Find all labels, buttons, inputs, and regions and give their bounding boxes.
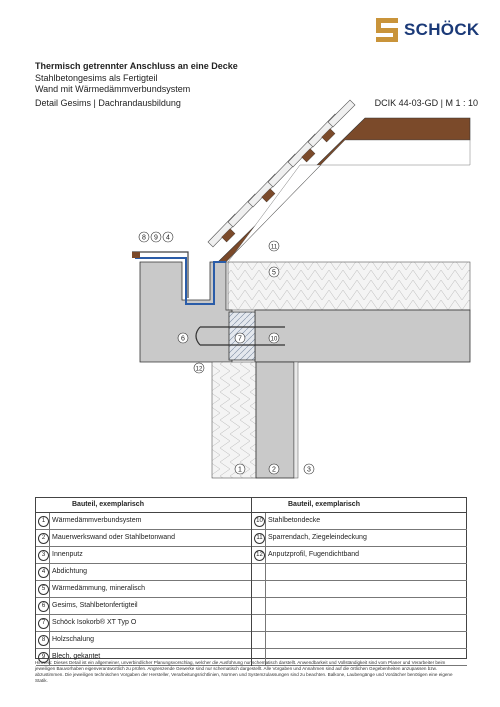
svg-text:8: 8 [142, 235, 146, 242]
legend-label: Anputzprofil, Fugendichtband [268, 551, 360, 558]
wall [255, 361, 295, 479]
legend-number: 2 [38, 533, 49, 544]
subtitle-1: Stahlbetongesims als Fertigteil [35, 73, 158, 83]
legend-label: Blech, gekantet [52, 653, 101, 660]
legend-number: 9 [38, 652, 49, 663]
svg-text:11: 11 [271, 245, 278, 251]
legend-number: 4 [38, 567, 49, 578]
legend-row [252, 598, 467, 615]
legend-number: 8 [38, 635, 49, 646]
roof [207, 99, 471, 263]
mineral-insulation [227, 261, 471, 311]
page-title: Thermisch getrennter Anschluss an eine D… [35, 61, 238, 71]
callout-3: 3 [303, 463, 315, 475]
svg-text:1: 1 [238, 467, 242, 474]
legend-label: Schöck Isokorb® XT Typ O [52, 619, 137, 626]
legend-label: Gesims, Stahlbetonfertigteil [52, 602, 138, 609]
schoeck-logo: SCHÖCK [376, 16, 480, 44]
disclaimer-note: Hinweis: Dieses Detail ist ein allgemein… [35, 660, 453, 683]
drawing-code: DCIK 44-03-GD | M 1 : 10 [374, 98, 478, 108]
legend-label: Wärmedämmverbundsystem [52, 517, 142, 524]
legend-number: 1 [38, 516, 49, 527]
callout-9: 9 [150, 231, 162, 243]
legend-label: Wärmedämmung, mineralisch [52, 585, 145, 592]
legend-label: Stahlbetondecke [268, 517, 321, 524]
sheet-metal [132, 251, 189, 298]
callout-8: 8 [138, 231, 150, 243]
subtitle-2: Wand mit Wärmedämmverbundsystem [35, 84, 191, 94]
legend-number: 3 [38, 550, 49, 561]
svg-text:2: 2 [272, 467, 276, 474]
svg-text:5: 5 [272, 270, 276, 277]
logo-mark-icon [376, 18, 398, 42]
callout-7: 7 [234, 332, 246, 344]
svg-text:7: 7 [238, 336, 242, 343]
callout-11: 11 [268, 240, 280, 252]
legend-row [252, 615, 467, 632]
legend-number: 11 [254, 533, 265, 544]
legend-row [252, 632, 467, 649]
legend-number: 6 [38, 601, 49, 612]
legend-header-left: Bauteil, exemplarisch [36, 498, 251, 513]
legend-header-right: Bauteil, exemplarisch [252, 498, 467, 513]
legend-label: Innenputz [52, 551, 83, 558]
callout-5: 5 [268, 266, 280, 278]
legend-number: 5 [38, 584, 49, 595]
svg-text:3: 3 [307, 467, 311, 474]
legend-label: Mauerwerkswand oder Stahlbetonwand [52, 534, 175, 541]
svg-text:4: 4 [166, 235, 170, 242]
callout-6: 6 [177, 332, 189, 344]
waterproofing [135, 257, 226, 305]
detail-label: Detail Gesims | Dachrandausbildung [35, 98, 181, 108]
legend-row [252, 581, 467, 598]
wood-formwork [132, 252, 140, 258]
svg-text:9: 9 [154, 235, 158, 242]
ceiling-slab [254, 309, 471, 363]
brand-name: SCHÖCK [404, 20, 480, 39]
callout-1: 1 [234, 463, 246, 475]
svg-text:10: 10 [271, 337, 278, 343]
legend-label: Holzschalung [52, 636, 95, 643]
legend-number: 12 [254, 550, 265, 561]
etics-insulation [211, 361, 257, 479]
svg-text:12: 12 [196, 367, 203, 373]
legend-row [252, 649, 467, 666]
legend-number: 7 [38, 618, 49, 629]
callout-2: 2 [268, 463, 280, 475]
callout-10: 10 [268, 332, 280, 344]
svg-text:6: 6 [181, 336, 185, 343]
callout-12: 12 [193, 362, 205, 374]
legend-number: 10 [254, 516, 265, 527]
technical-drawing: 8 9 4 11 5 6 7 10 12 1 2 3 [132, 99, 471, 479]
callout-4: 4 [162, 231, 174, 243]
legend-row [252, 564, 467, 581]
legend-label: Abdichtung [52, 568, 88, 575]
interior-plaster [293, 361, 299, 479]
legend-label: Sparrendach, Ziegeleindeckung [268, 534, 367, 541]
